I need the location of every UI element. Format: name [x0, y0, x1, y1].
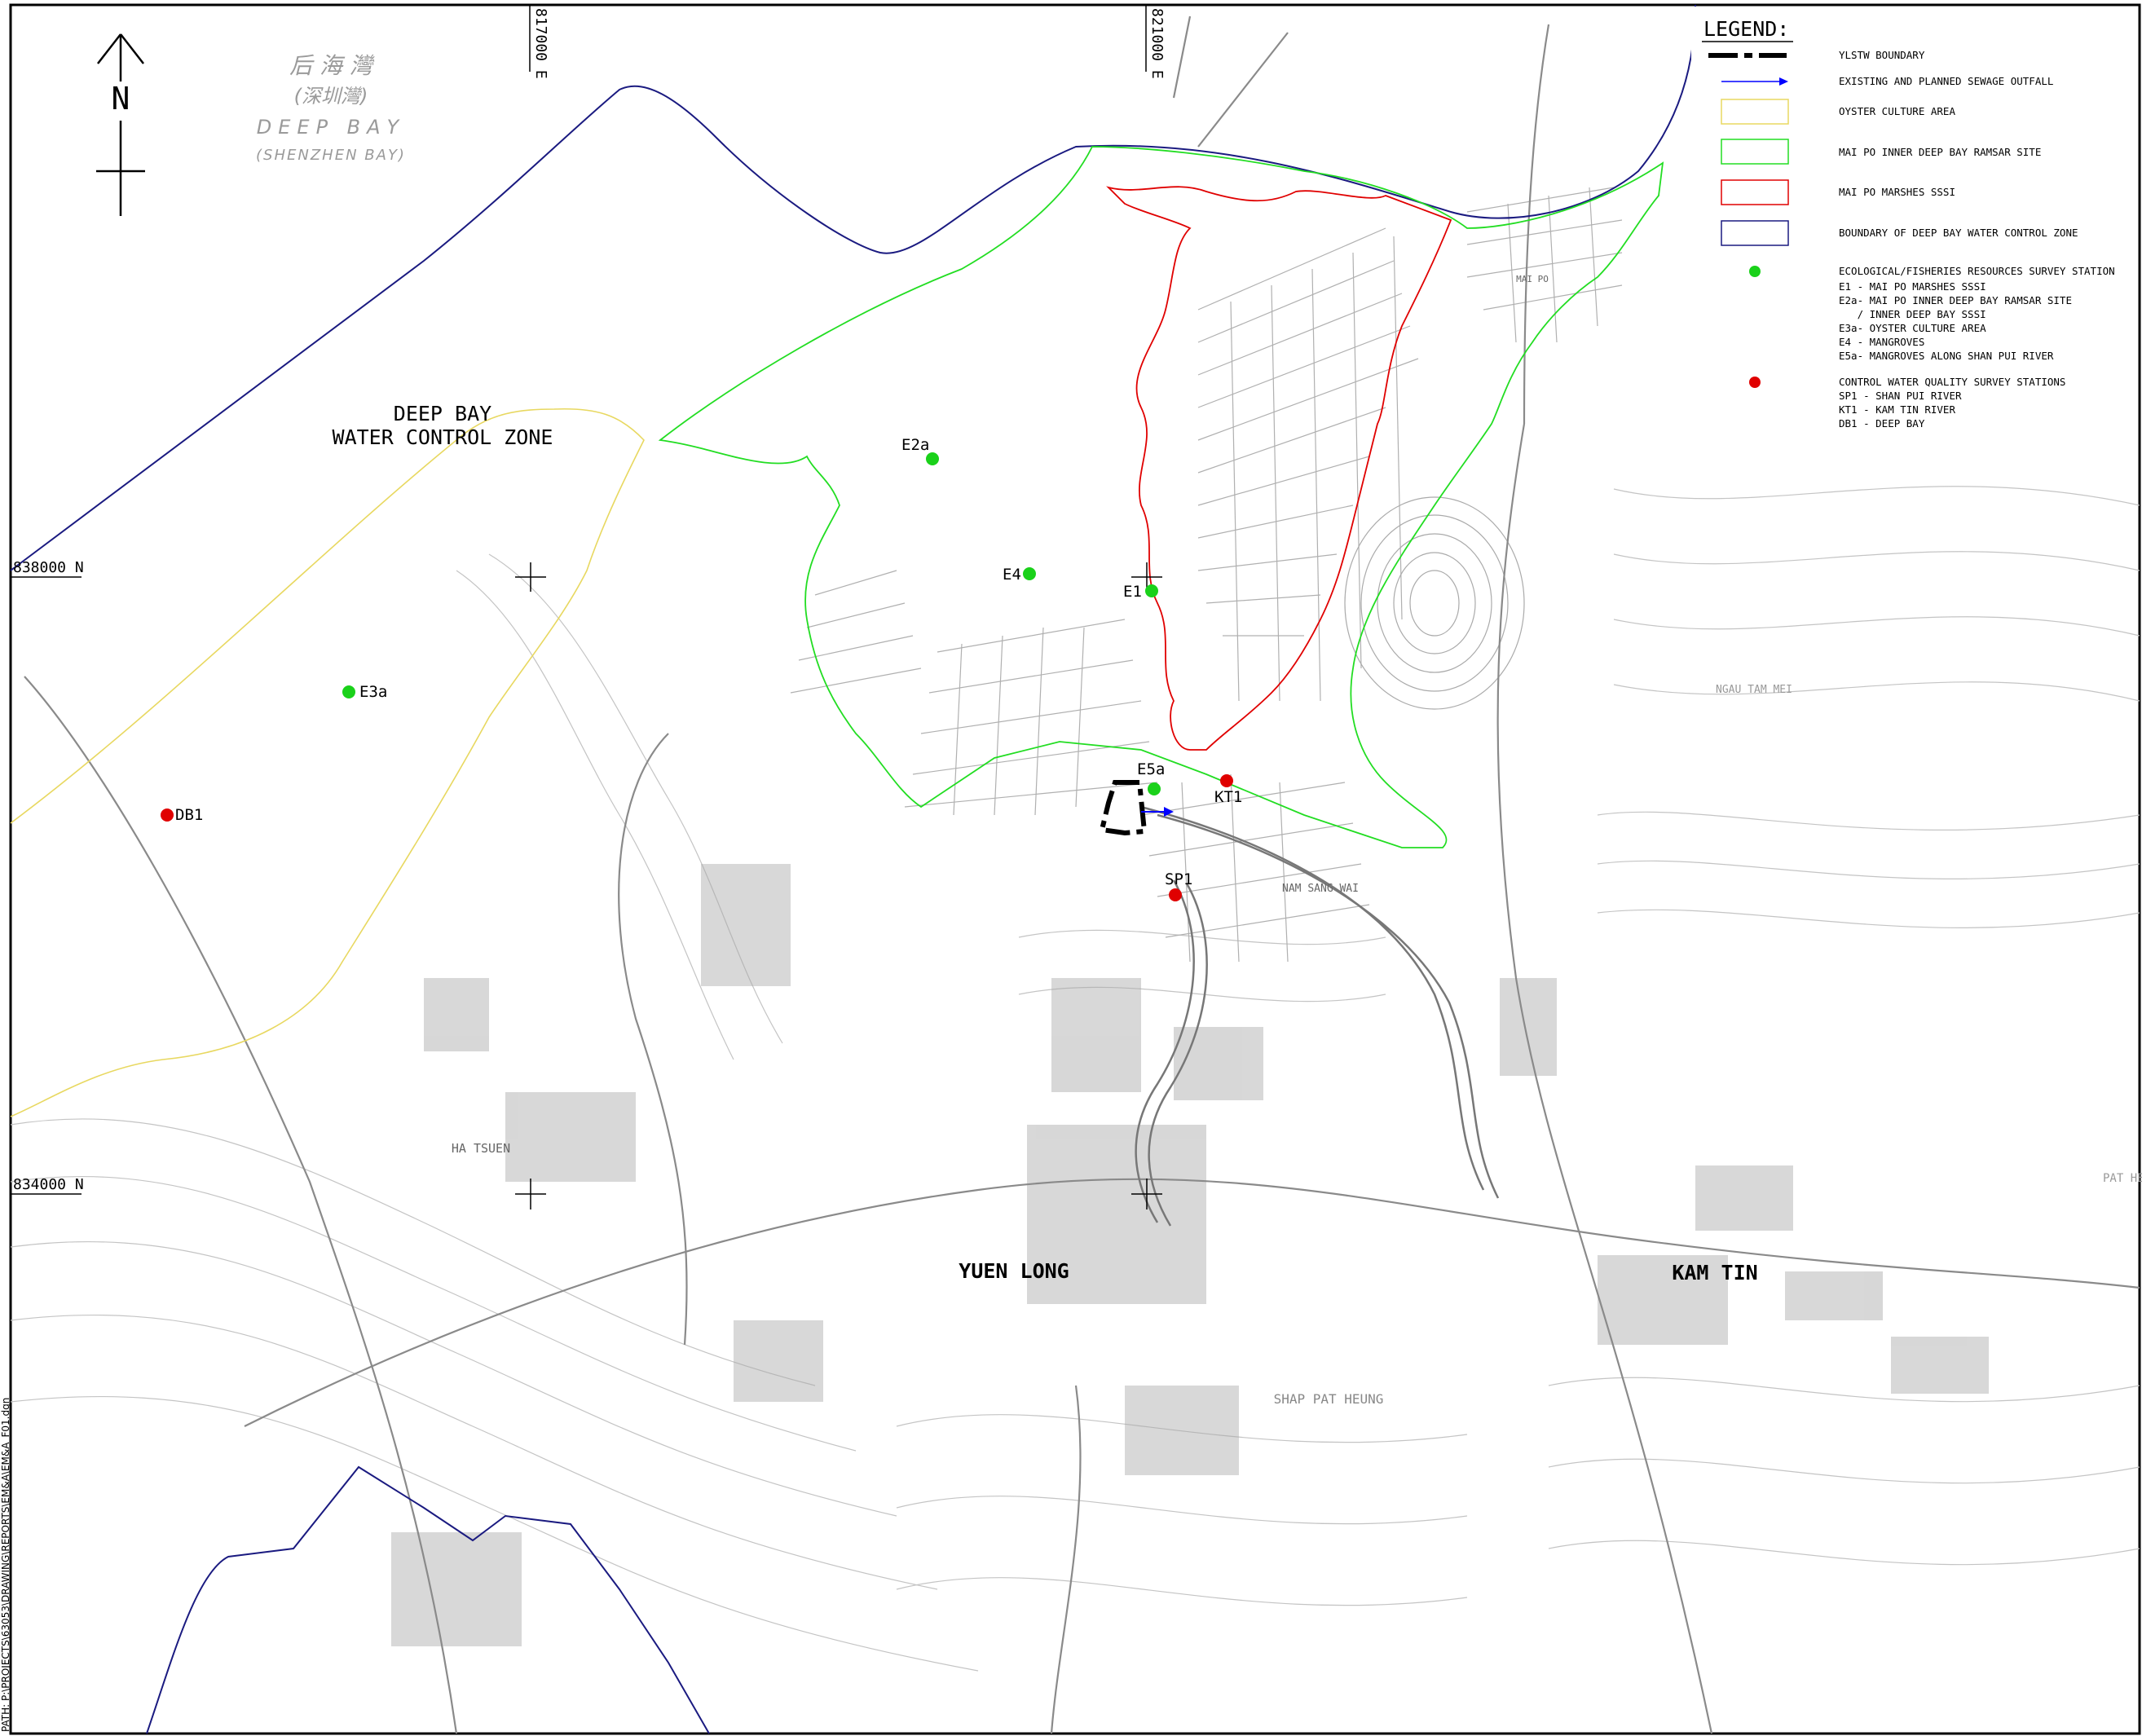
- place-pat-heung: PAT HE: [2103, 1172, 2142, 1185]
- ramsar-site-boundary: [658, 146, 1664, 848]
- place-ngau-tam-mei: NGAU TAM MEI: [1716, 684, 1792, 696]
- legend-eco-line: E5a- MANGROVES ALONG SHAN PUI RIVER: [1839, 350, 2054, 362]
- station-label: SP1: [1165, 870, 1192, 888]
- wq-station-marker[interactable]: [1169, 888, 1182, 901]
- oyster-culture-area-boundary: [10, 408, 645, 1117]
- urban-blocks: [391, 864, 1989, 1646]
- north-arrow-icon: [96, 33, 145, 216]
- station-label: E5a: [1137, 760, 1165, 778]
- river-channels: [1135, 805, 1500, 1227]
- ylstw-boundary: [1099, 780, 1148, 836]
- zone-label-line2: WATER CONTROL ZONE: [333, 425, 553, 449]
- station-label: KT1: [1214, 788, 1242, 806]
- station-label: DB1: [175, 806, 203, 824]
- grid-label-821000e: 821000 E: [1148, 8, 1166, 79]
- fairview-park-housing: [1344, 496, 1525, 710]
- station-E1[interactable]: E1: [1123, 583, 1158, 601]
- station-DB1[interactable]: DB1: [161, 806, 203, 824]
- station-label: E2a: [901, 436, 929, 454]
- road-network: [24, 15, 2140, 1734]
- place-nam-sang-wai: NAM SANG WAI: [1282, 883, 1359, 895]
- legend-oyster-symbol: [1721, 99, 1789, 125]
- legend-label-ramsar: MAI PO INNER DEEP BAY RAMSAR SITE: [1839, 146, 2041, 158]
- legend-wq-title: CONTROL WATER QUALITY SURVEY STATIONS: [1839, 376, 2065, 388]
- wq-station-marker[interactable]: [1220, 774, 1233, 787]
- legend-eco-line: / INNER DEEP BAY SSSI: [1839, 308, 1986, 320]
- legend-label-sssi: MAI PO MARSHES SSSI: [1839, 186, 1955, 198]
- station-E2a[interactable]: E2a: [901, 436, 939, 465]
- legend: LEGEND: YLSTW BOUNDARY EXISTING AND PLAN…: [1691, 7, 2138, 438]
- place-kam-tin: KAM TIN: [1672, 1261, 1757, 1284]
- north-arrow-mask: [104, 82, 137, 121]
- eco-station-marker[interactable]: [1148, 782, 1161, 795]
- legend-label-oyster: OYSTER CULTURE AREA: [1839, 105, 1955, 117]
- legend-ramsar-symbol: [1721, 139, 1789, 165]
- sea-label-english: DEEP BAY: [257, 116, 405, 139]
- grid-crosses: [515, 562, 1162, 1209]
- grid-ticks: [11, 5, 1147, 1195]
- legend-wq-line: SP1 - SHAN PUI RIVER: [1839, 390, 1962, 402]
- legend-wq-line: KT1 - KAM TIN RIVER: [1839, 403, 1955, 416]
- north-arrow-label: N: [112, 81, 130, 117]
- station-E5a[interactable]: E5a: [1137, 760, 1165, 795]
- place-shap-pat-heung: SHAP PAT HEUNG: [1274, 1391, 1384, 1407]
- topographic-contours: [10, 486, 2140, 1672]
- grid-label-817000e: 817000 E: [532, 8, 549, 79]
- legend-background: [1691, 7, 2138, 438]
- sea-label-chinese-alt: (深圳灣): [294, 85, 368, 108]
- legend-eco-line: E1 - MAI PO MARSHES SSSI: [1839, 280, 1986, 293]
- eco-station-marker[interactable]: [342, 685, 355, 698]
- station-label: E4: [1003, 566, 1021, 584]
- legend-wcz-symbol: [1721, 220, 1789, 246]
- place-yuen-long: YUEN LONG: [959, 1259, 1069, 1283]
- place-mai-po: MAI PO: [1516, 274, 1549, 284]
- legend-wq-line: DB1 - DEEP BAY: [1839, 417, 1925, 430]
- sewage-outfall-arrow: [1141, 807, 1174, 817]
- station-label: E1: [1123, 583, 1142, 601]
- legend-sssi-symbol: [1721, 179, 1789, 205]
- eco-station-marker[interactable]: [926, 452, 939, 465]
- legend-eco-station-symbol: [1749, 266, 1761, 277]
- station-E4[interactable]: E4: [1003, 566, 1036, 584]
- sea-label-english-alt: (SHENZHEN BAY): [256, 147, 406, 164]
- map-frame: [9, 3, 2141, 1735]
- wq-station-marker[interactable]: [161, 809, 174, 822]
- station-label: E3a: [359, 683, 387, 701]
- water-control-zone-boundary-north: [10, 4, 1696, 571]
- grid-label-834000n: 834000 N: [13, 1176, 84, 1193]
- station-E3a[interactable]: E3a: [342, 683, 387, 701]
- legend-eco-line: E4 - MANGROVES: [1839, 336, 1924, 348]
- file-path-text: PATH: P:\PROJECTS\63053\DRAWING\REPORTS\…: [0, 1398, 11, 1732]
- eco-station-marker[interactable]: [1145, 584, 1158, 597]
- legend-wq-station-symbol: [1749, 377, 1761, 388]
- legend-eco-line: E3a- OYSTER CULTURE AREA: [1839, 322, 1986, 334]
- legend-eco-line: E2a- MAI PO INNER DEEP BAY RAMSAR SITE: [1839, 294, 2072, 306]
- legend-outfall-symbol: [1721, 77, 1788, 86]
- station-SP1[interactable]: SP1: [1165, 870, 1192, 901]
- station-KT1[interactable]: KT1: [1214, 774, 1242, 806]
- legend-label-ylstw: YLSTW BOUNDARY: [1839, 49, 1925, 61]
- fish-pond-grid: [790, 187, 1623, 963]
- legend-label-outfall: EXISTING AND PLANNED SEWAGE OUTFALL: [1839, 75, 2053, 87]
- sssi-boundary: [1106, 186, 1452, 751]
- water-control-zone-boundary-south: [146, 1465, 710, 1734]
- legend-title: LEGEND:: [1703, 17, 1789, 41]
- grid-label-838000n: 838000 N: [13, 559, 84, 576]
- eco-station-marker[interactable]: [1023, 567, 1036, 580]
- legend-label-wcz: BOUNDARY OF DEEP BAY WATER CONTROL ZONE: [1839, 227, 2078, 239]
- zone-label-line1: DEEP BAY: [394, 402, 491, 425]
- place-ha-tsuen: HA TSUEN: [452, 1141, 510, 1156]
- sea-label-chinese: 后 海 灣: [289, 52, 375, 79]
- legend-eco-title: ECOLOGICAL/FISHERIES RESOURCES SURVEY ST…: [1839, 265, 2115, 277]
